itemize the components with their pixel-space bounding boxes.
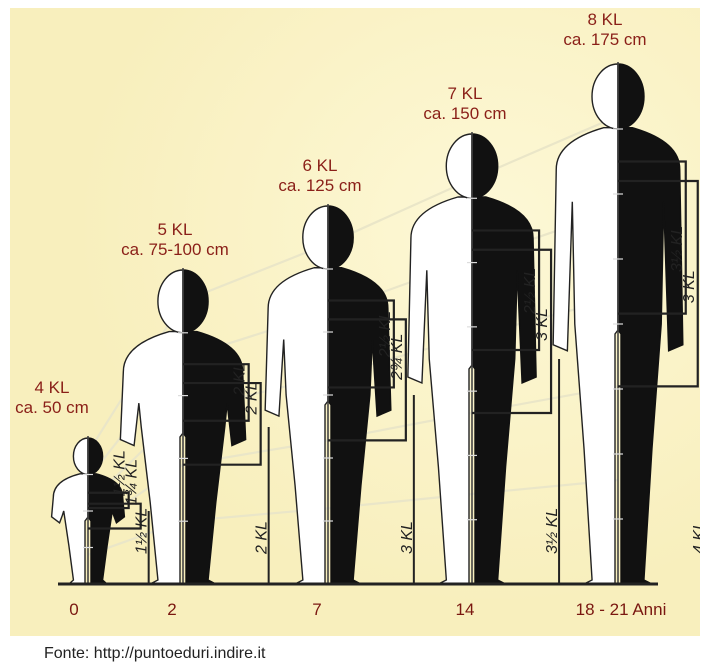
- figure-2-leg-mark: 2 KL: [254, 521, 271, 555]
- figure-5-leg-mark: 4 KL: [691, 521, 700, 554]
- figure-4-mark-1: 2½ KL: [522, 268, 539, 315]
- figure-1-leg-mark: 1½ KL: [134, 508, 151, 554]
- age-label-14: 14: [450, 600, 480, 620]
- figure-5-mark-1: 3½ KL: [669, 226, 686, 272]
- age-label-18-21: 18 - 21 Anni: [556, 600, 686, 620]
- age-label-0: 0: [62, 600, 86, 620]
- figure-4-mark-2: 3 KL: [534, 308, 551, 341]
- figure-3-leg-mark: 3 KL: [399, 521, 416, 554]
- age-label-2: 2: [160, 600, 184, 620]
- figure-1-mark-2: 1¾ KL: [124, 459, 141, 505]
- figure-2-mark-2: 2 KL: [244, 382, 261, 416]
- figure-3-mark-2: 2¾ KL: [389, 334, 406, 381]
- figure-4-leg-mark: 3½ KL: [544, 508, 561, 554]
- source-credit: Fonte: http://puntoeduri.indire.it: [44, 645, 265, 663]
- age-label-7: 7: [305, 600, 329, 620]
- figure-5-mark-2: 3 KL: [681, 270, 698, 303]
